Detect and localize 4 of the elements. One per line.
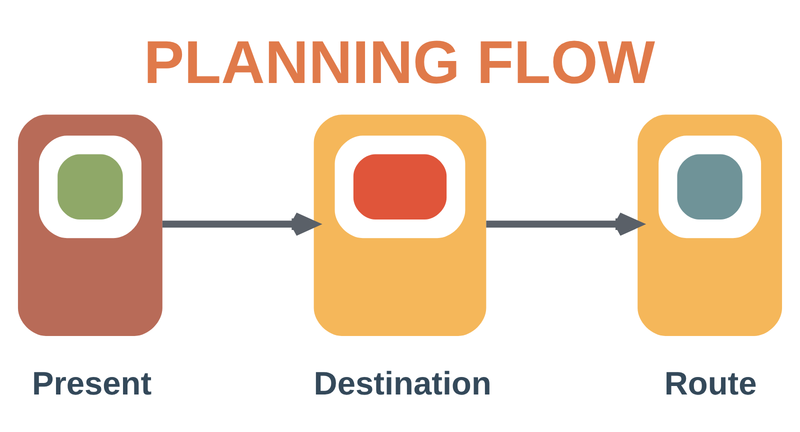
diagram-title: PLANNING FLOW [144,28,655,96]
node-label: Present [32,364,152,402]
node-label: Destination [314,364,492,402]
node-label: Route [664,364,757,402]
